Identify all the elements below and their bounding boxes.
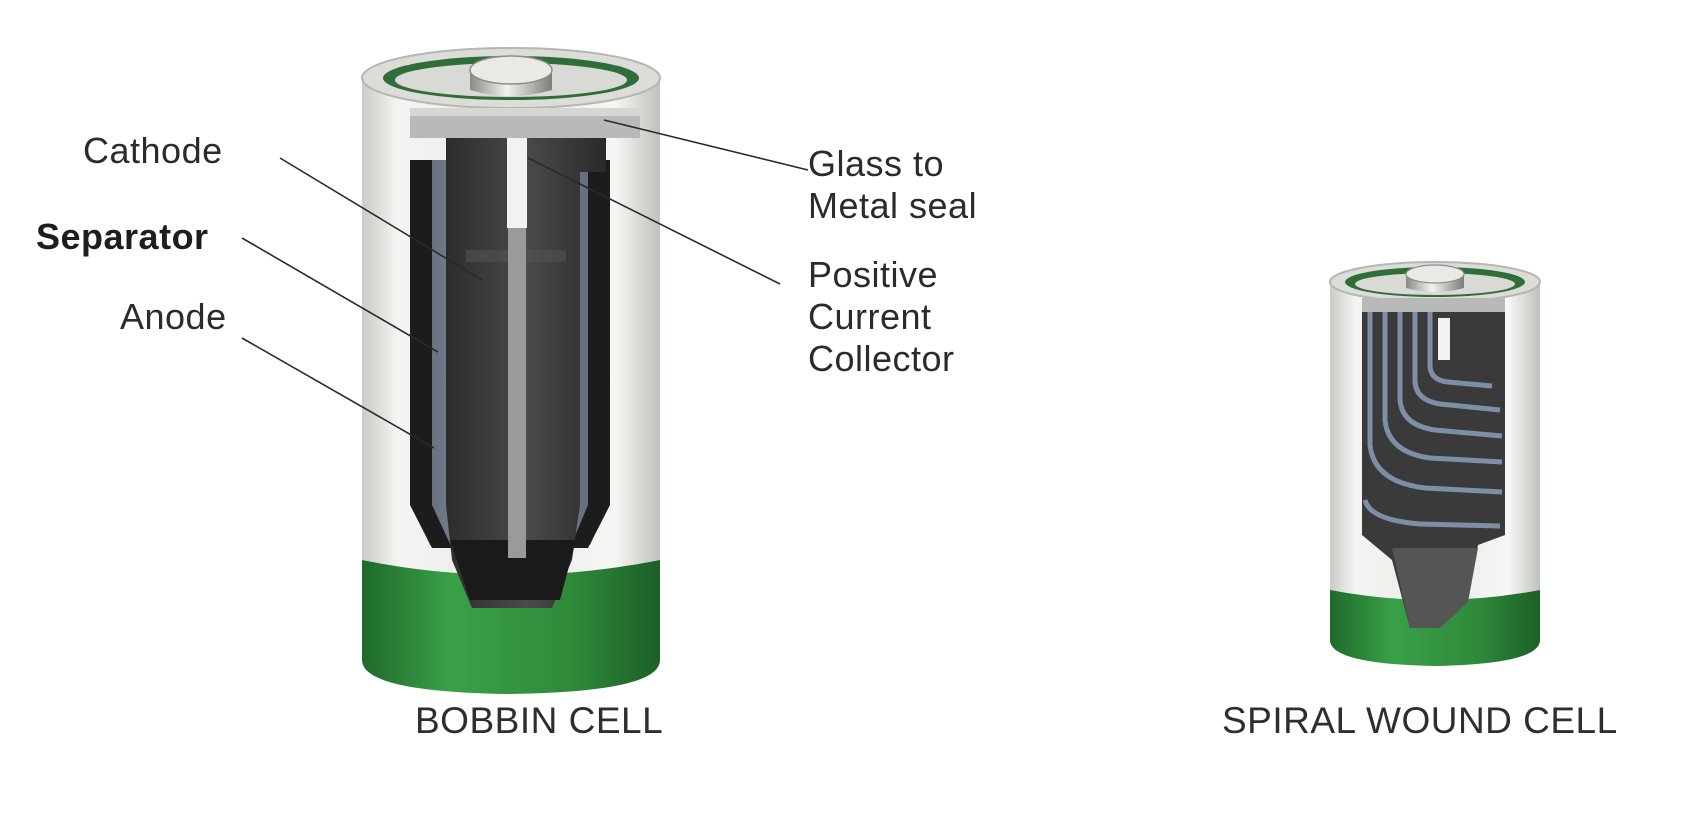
collector-line-3: Collector [808, 338, 955, 379]
anode-layer [410, 160, 452, 548]
anode-leader [241, 337, 435, 449]
glass-seal-line-1: Glass to [808, 143, 945, 184]
glass-seal-leader [603, 119, 809, 171]
spiral-collector [1438, 318, 1450, 360]
spiral-layers [1362, 312, 1503, 529]
spiral-wound-cell-illustration [1329, 261, 1541, 666]
positive-current-collector-label: Positive Current Collector [808, 254, 1068, 380]
spiral-wound-cell-caption: SPIRAL WOUND CELL [1222, 700, 1618, 741]
positive-current-collector [507, 138, 527, 228]
glass-to-metal-seal-label: Glass to Metal seal [808, 143, 1068, 227]
separator-leader [241, 237, 439, 353]
anode-label: Anode [120, 296, 227, 337]
bobbin-cell-caption: BOBBIN CELL [415, 700, 664, 741]
cathode-label: Cathode [83, 130, 223, 171]
bobbin-green-band [362, 560, 660, 694]
collector-leader [527, 157, 781, 285]
leader-lines [241, 119, 809, 449]
bobbin-cell-illustration [361, 47, 661, 694]
collector-line-1: Positive [808, 254, 939, 295]
collector-line-2: Current [808, 296, 932, 337]
glass-seal-line-2: Metal seal [808, 185, 978, 226]
separator-label: Separator [36, 216, 209, 257]
cathode-leader [279, 157, 483, 281]
